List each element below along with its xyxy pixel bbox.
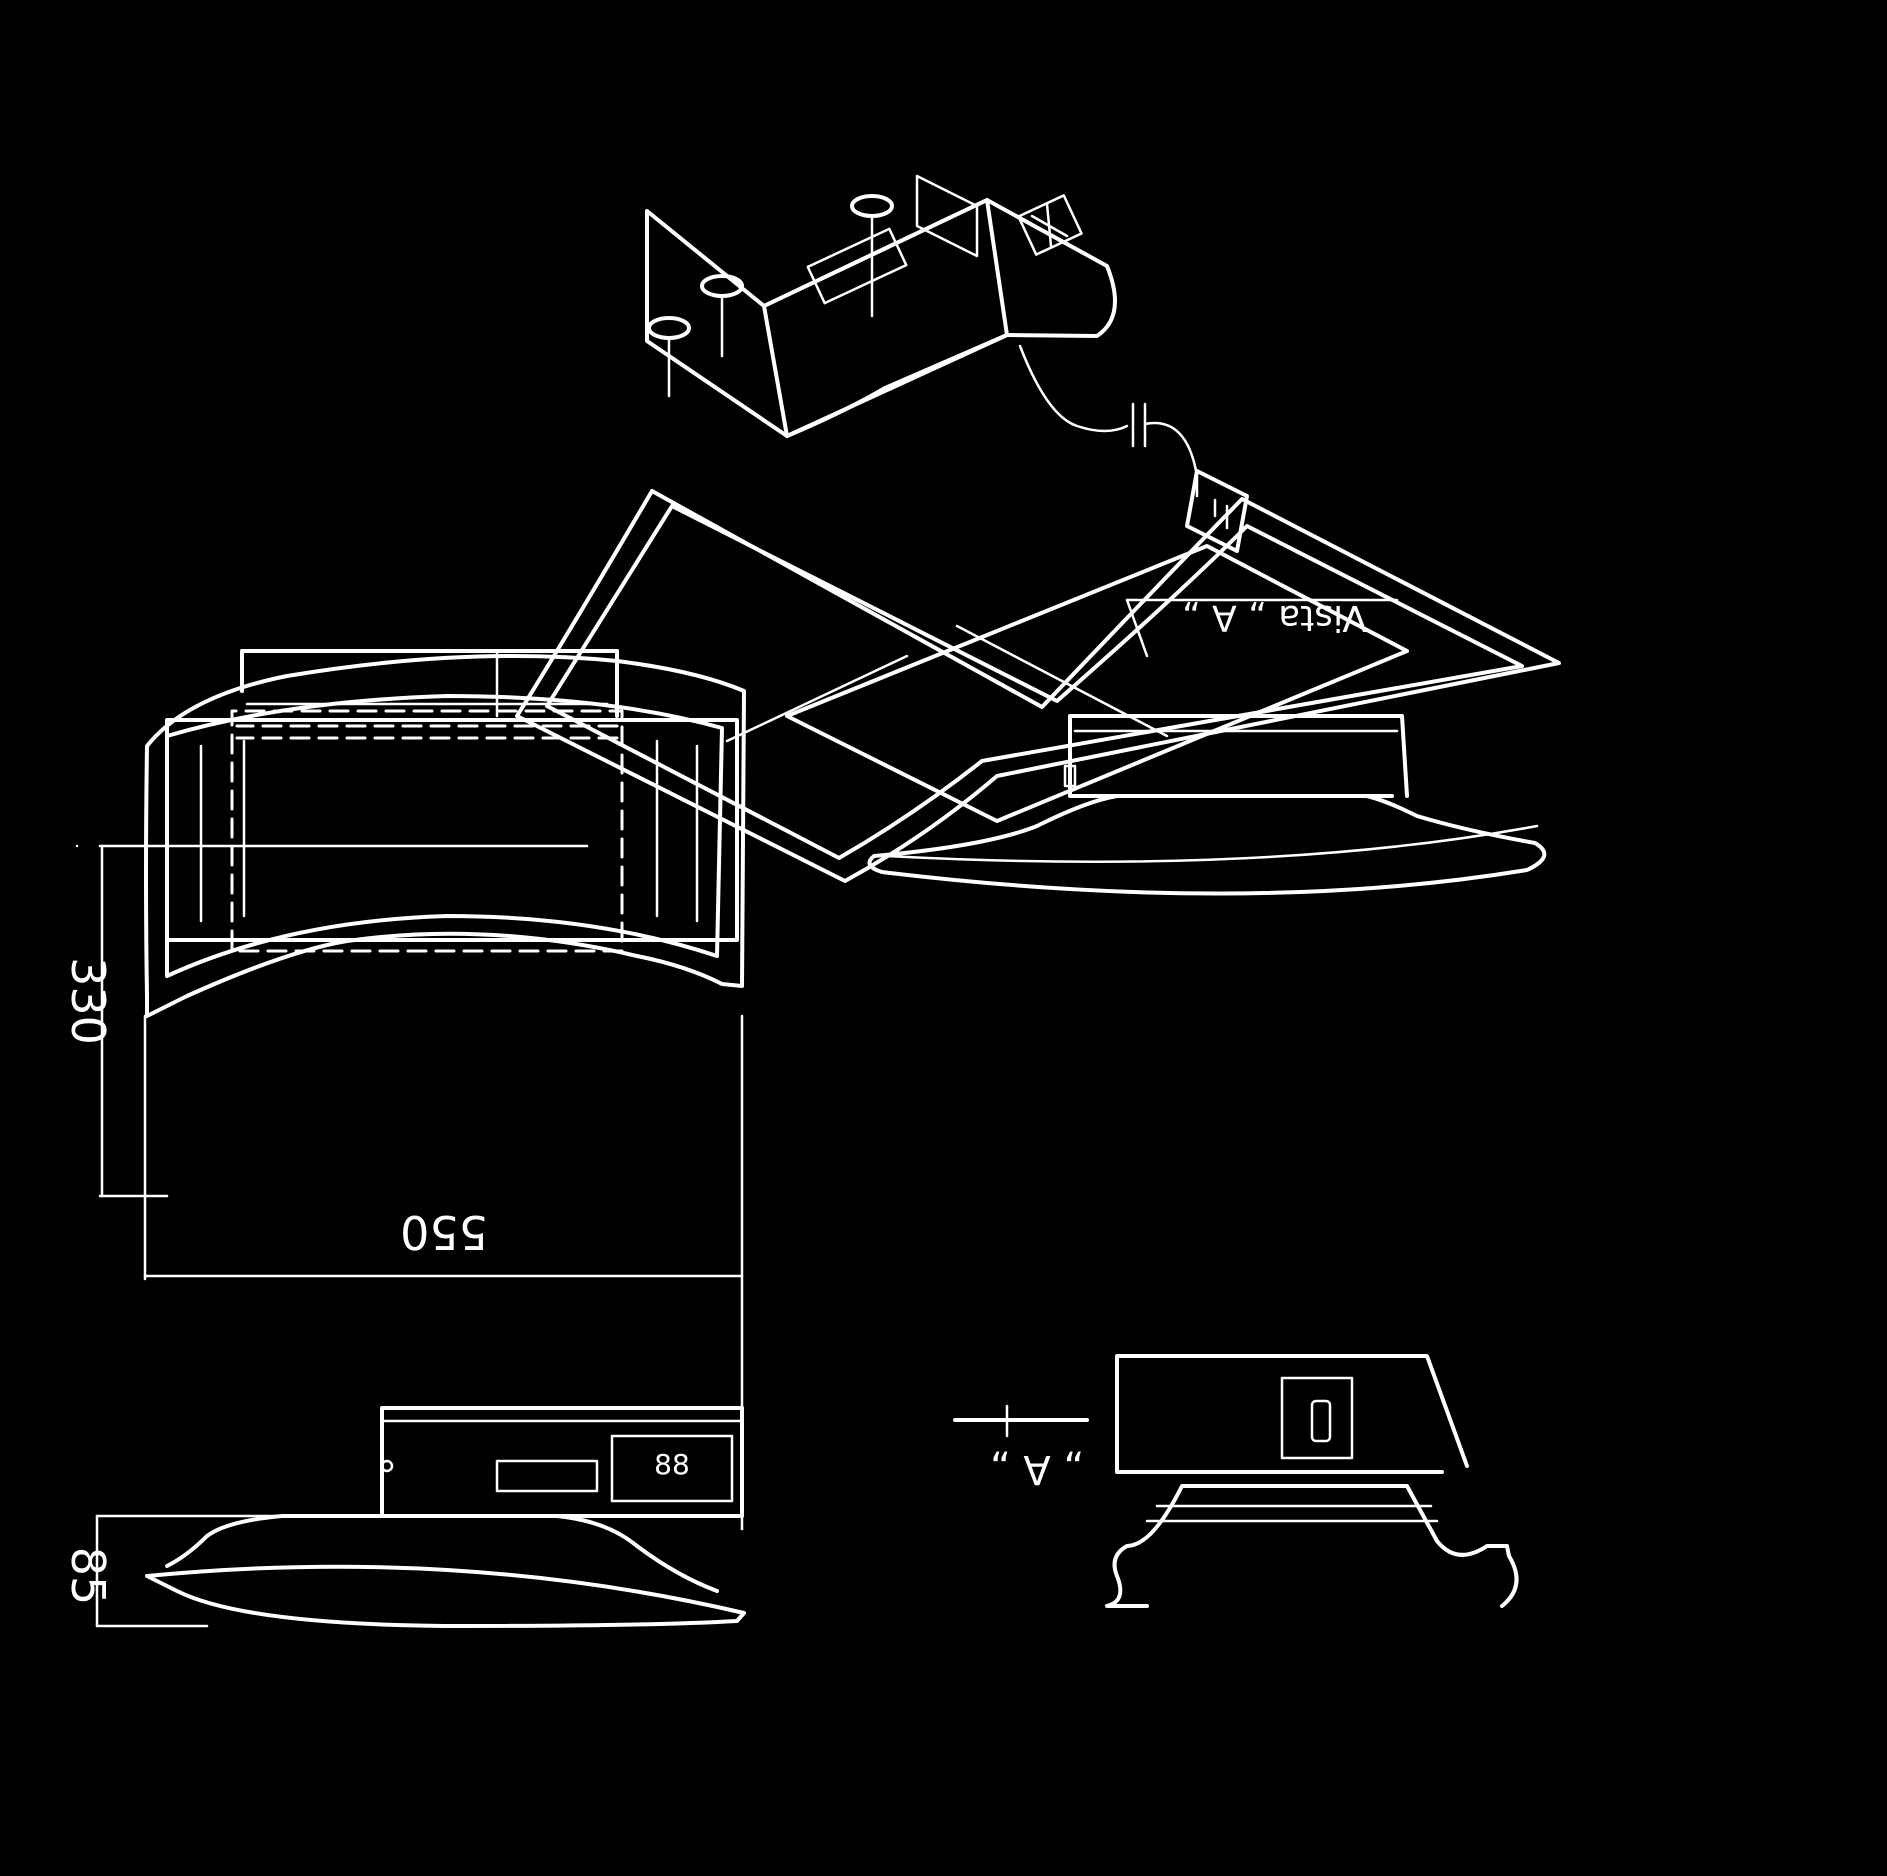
front-elevation: 88 85	[61, 1406, 746, 1628]
iso-mount-post	[647, 316, 691, 340]
iso-unit-body	[785, 333, 1009, 438]
iso-unit-front-panel	[645, 209, 789, 438]
iso-tray-plate-divider	[725, 654, 909, 743]
view-a-base	[867, 794, 1547, 896]
iso-tray-outline	[515, 489, 1561, 883]
iso-unit-body	[762, 198, 1009, 438]
elev-base-top	[165, 1514, 719, 1593]
isometric-view	[515, 174, 1561, 883]
iso-tray-inner	[545, 504, 1524, 860]
side-unit	[1115, 1354, 1469, 1474]
iso-tray-plate-divider	[955, 624, 1169, 738]
plan-pan-outline	[165, 718, 739, 942]
side-view: „ A „	[953, 1354, 1519, 1608]
display-digits-icon	[1017, 194, 1083, 256]
iso-mount-post	[850, 194, 894, 218]
elev-display-digits: 88	[654, 1448, 690, 1481]
dim-depth-label: 330	[61, 957, 115, 1045]
dim-width-label: 550	[400, 1205, 488, 1259]
iso-unit-connector	[915, 174, 979, 258]
iso-unit-top-face	[762, 198, 1117, 338]
view-marker-label: „ A „	[990, 1446, 1084, 1492]
view-a-unit	[1068, 714, 1409, 798]
elev-base-curve	[145, 1564, 746, 1628]
elev-unit-body	[380, 1406, 744, 1518]
elev-unit-display	[610, 1434, 734, 1503]
side-connector	[1280, 1376, 1354, 1460]
power-adapter-icon	[1185, 469, 1249, 553]
plan-outer-outline	[144, 654, 746, 1018]
view-a-title: Vista „ A „	[1182, 597, 1367, 638]
iso-cable	[1018, 344, 1129, 433]
dim-height-label: 85	[61, 1547, 115, 1606]
iso-unit-display	[806, 227, 908, 305]
iso-tray-top-plate	[785, 544, 1409, 823]
plan-unit-head	[240, 649, 619, 718]
iso-mount-post	[700, 274, 744, 298]
plan-hidden-unit	[230, 709, 624, 953]
side-base	[1105, 1484, 1519, 1608]
view-a: Vista „ A „	[867, 597, 1547, 896]
plan-view: 550 330	[61, 649, 746, 1531]
